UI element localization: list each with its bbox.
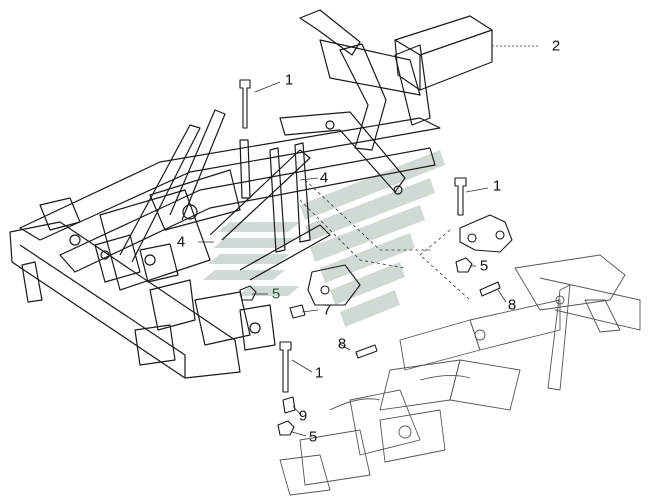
leader-lines (198, 45, 540, 437)
attachment-outline (279, 254, 641, 496)
callout-label: 7 (322, 301, 332, 319)
callout-label: 9 (298, 407, 308, 425)
callout-label: 5 (479, 257, 489, 275)
bolt-part-1 (279, 341, 292, 393)
callout-label: 1 (314, 364, 324, 382)
spacer-part-7 (289, 304, 306, 319)
callout-label: 8 (507, 296, 517, 314)
callout-label: 4 (176, 233, 186, 251)
nut-part-5 (455, 257, 473, 273)
loose-parts (239, 79, 513, 436)
main-frame (9, 9, 493, 379)
callout-label: 5 (308, 428, 318, 446)
pin-part-8 (355, 344, 378, 359)
callout-label: 1 (492, 177, 502, 195)
callout-label: 8 (337, 335, 347, 353)
callout-label: 1 (284, 71, 294, 89)
nut-part-5 (239, 285, 257, 301)
watermark-logo (203, 150, 445, 327)
callout-label: 4 (319, 169, 329, 187)
callout-label: 2 (551, 37, 561, 55)
pin-part-9 (282, 396, 296, 414)
bolt-part-1 (239, 79, 251, 129)
bolt-part-1 (454, 177, 467, 216)
callout-label: 5 (271, 285, 281, 303)
pin-part-8 (479, 281, 501, 297)
nut-part-5 (277, 420, 295, 436)
